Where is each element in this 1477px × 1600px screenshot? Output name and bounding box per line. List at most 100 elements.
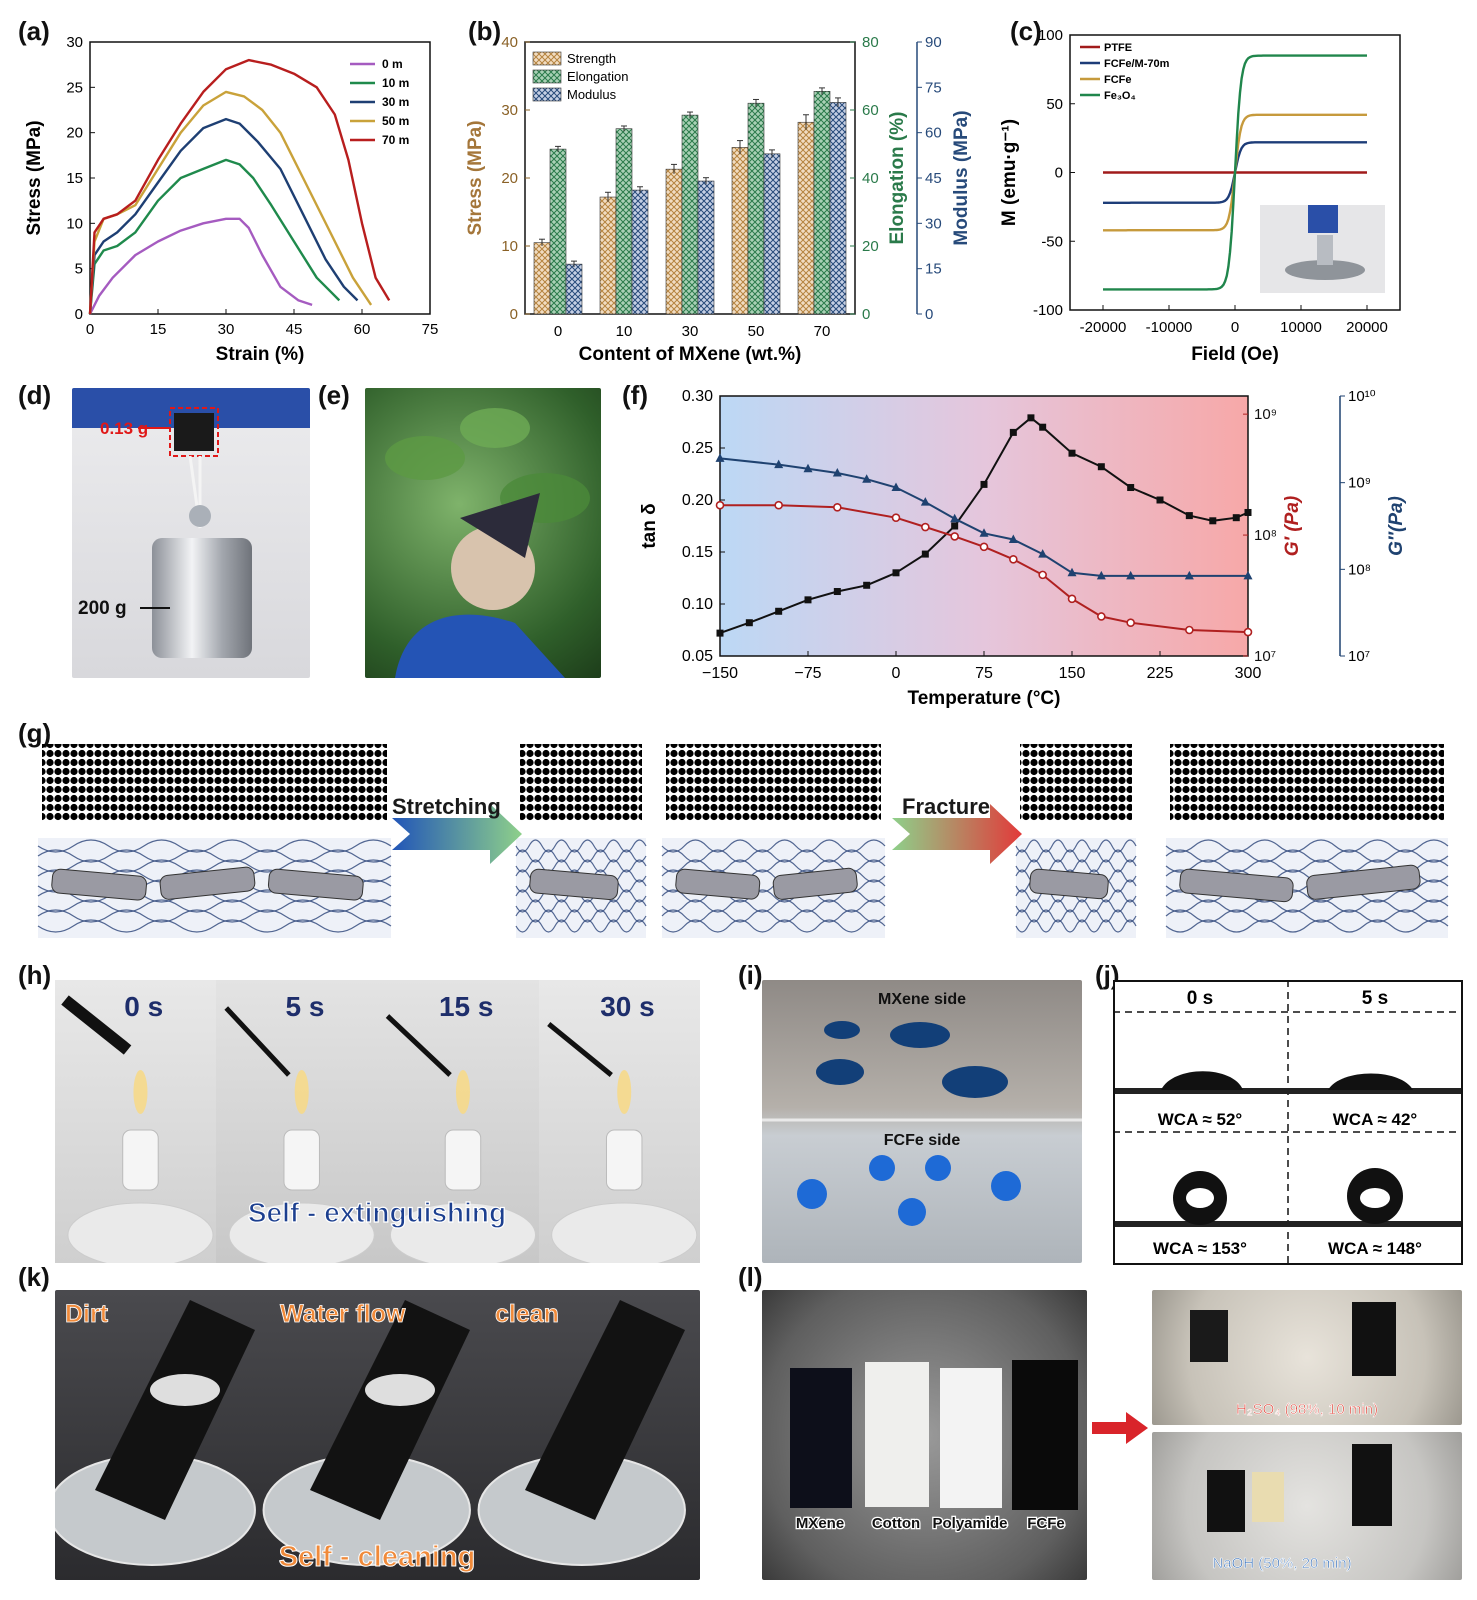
label-0-13g: 0.13 g [100,419,148,438]
y-tick-label: 20 [66,125,83,142]
x-tick-label: 225 [1147,665,1174,682]
panel-label-f: (f) [622,380,648,410]
data-point [1008,534,1018,544]
data-point [1185,625,1194,635]
data-point [1243,570,1253,580]
sample-strip [385,1014,452,1077]
polymer-network [1015,838,1137,938]
fracture-arrow [892,804,1022,864]
data-point [1185,512,1193,520]
y-axis-label: Stress (MPa) [24,120,45,235]
data-point [1127,484,1135,492]
panel-label-b: (b) [468,16,502,46]
polymer-network [1165,838,1449,938]
cnt-tube [772,867,858,900]
panel-label-a: (a) [18,16,50,46]
data-point [1039,423,1047,431]
bar [615,128,633,315]
data-point [804,596,812,604]
x-tick-label: 0 [892,665,901,682]
frame-label: Dirt [65,1300,109,1328]
y-tick-label: 30 [66,34,83,51]
data-point [1156,496,1164,504]
fabric-label: MXene [796,1515,844,1532]
highlight-box [169,407,219,457]
y2-tick-label: 10⁹ [1254,406,1277,423]
photo-l-acid-test: H₂SO₄ (98%, 10 min) [1152,1290,1462,1425]
data-point [979,528,989,537]
base-label: NaOH (50%, 20 min) [1212,1555,1351,1572]
x-tick-label: 10000 [1280,319,1322,336]
bar [533,242,551,315]
bar [631,189,649,315]
time-label: 0 s [124,991,163,1022]
y-tick-label: 5 [75,261,83,278]
cnt-tube [675,868,761,900]
data-point [921,522,930,532]
fabric-mxene [790,1368,852,1508]
data-point [716,629,724,637]
legend-label: Modulus [567,87,617,102]
legend-label: FCFe/M-70m [1104,58,1170,70]
lamp-base [389,1202,537,1263]
data-point [891,482,901,492]
weight-knob [189,505,211,527]
wca-42: WCA ≈ 42° [1333,1110,1418,1129]
data-point [1067,567,1077,577]
y-tick-label: 0.15 [682,544,713,561]
flame [133,1070,148,1114]
y-tick-label: 0.30 [682,388,713,405]
x-tick-label: 0 [1231,319,1239,336]
y-axis-label: tan δ [639,503,660,548]
x-tick-label: −150 [702,665,738,682]
mxene-layer-stack [42,744,387,821]
bar [829,102,847,315]
flame [294,1070,309,1114]
data-point [1009,428,1017,436]
bead-droplets [797,1155,1021,1226]
y-tick-label: 0 [1055,165,1063,182]
flame [617,1070,632,1114]
data-point [1038,570,1047,580]
y2-axis-label: Elongation (%) [887,112,908,245]
y-tick-label: 30 [501,102,518,119]
glove-shape [395,614,565,678]
y2-tick-label: 10⁷ [1254,648,1276,665]
x-axis-label: Content of MXene (wt.%) [579,344,802,365]
y-tick-label: 0.25 [682,440,713,457]
plot-frame [89,41,431,315]
y2-tick-label: 40 [862,170,879,187]
data-point [774,500,783,510]
y-tick-label: 10 [501,238,518,255]
y-tick-label: -50 [1041,233,1063,250]
y2-tick-label: 0 [862,306,870,323]
legend-label: 0 m [382,57,403,71]
x-tick-label: 45 [286,321,303,338]
x-tick-label: 30 [218,321,235,338]
panel-label-d: (d) [18,380,52,410]
cnt-tube [1029,868,1109,900]
alcohol-lamp [444,1129,482,1191]
data-point [774,459,784,469]
arrow-l [1092,1412,1148,1444]
data-point [979,542,989,552]
y3-tick-label: 10⁷ [1348,648,1370,665]
legend-label: 10 m [382,76,409,90]
y-axis-label: M (emu·g⁻¹) [999,119,1020,226]
data-point [1038,549,1048,558]
y-tick-label: 20 [501,170,518,187]
sample-plate [310,1300,470,1520]
data-point [863,581,871,589]
data-point [1096,570,1106,580]
bar [599,196,617,315]
flat-droplets [816,1021,1008,1098]
y-tick-label: 0.10 [682,596,713,613]
sample-film [460,493,540,558]
y-axis-label: Stress (MPa) [465,120,486,235]
y3-tick-label: 30 [925,215,942,232]
lamp-base [551,1202,698,1263]
sample-film [174,413,214,451]
wca-148: WCA ≈ 148° [1328,1239,1422,1258]
legend-label: Strength [567,51,616,66]
